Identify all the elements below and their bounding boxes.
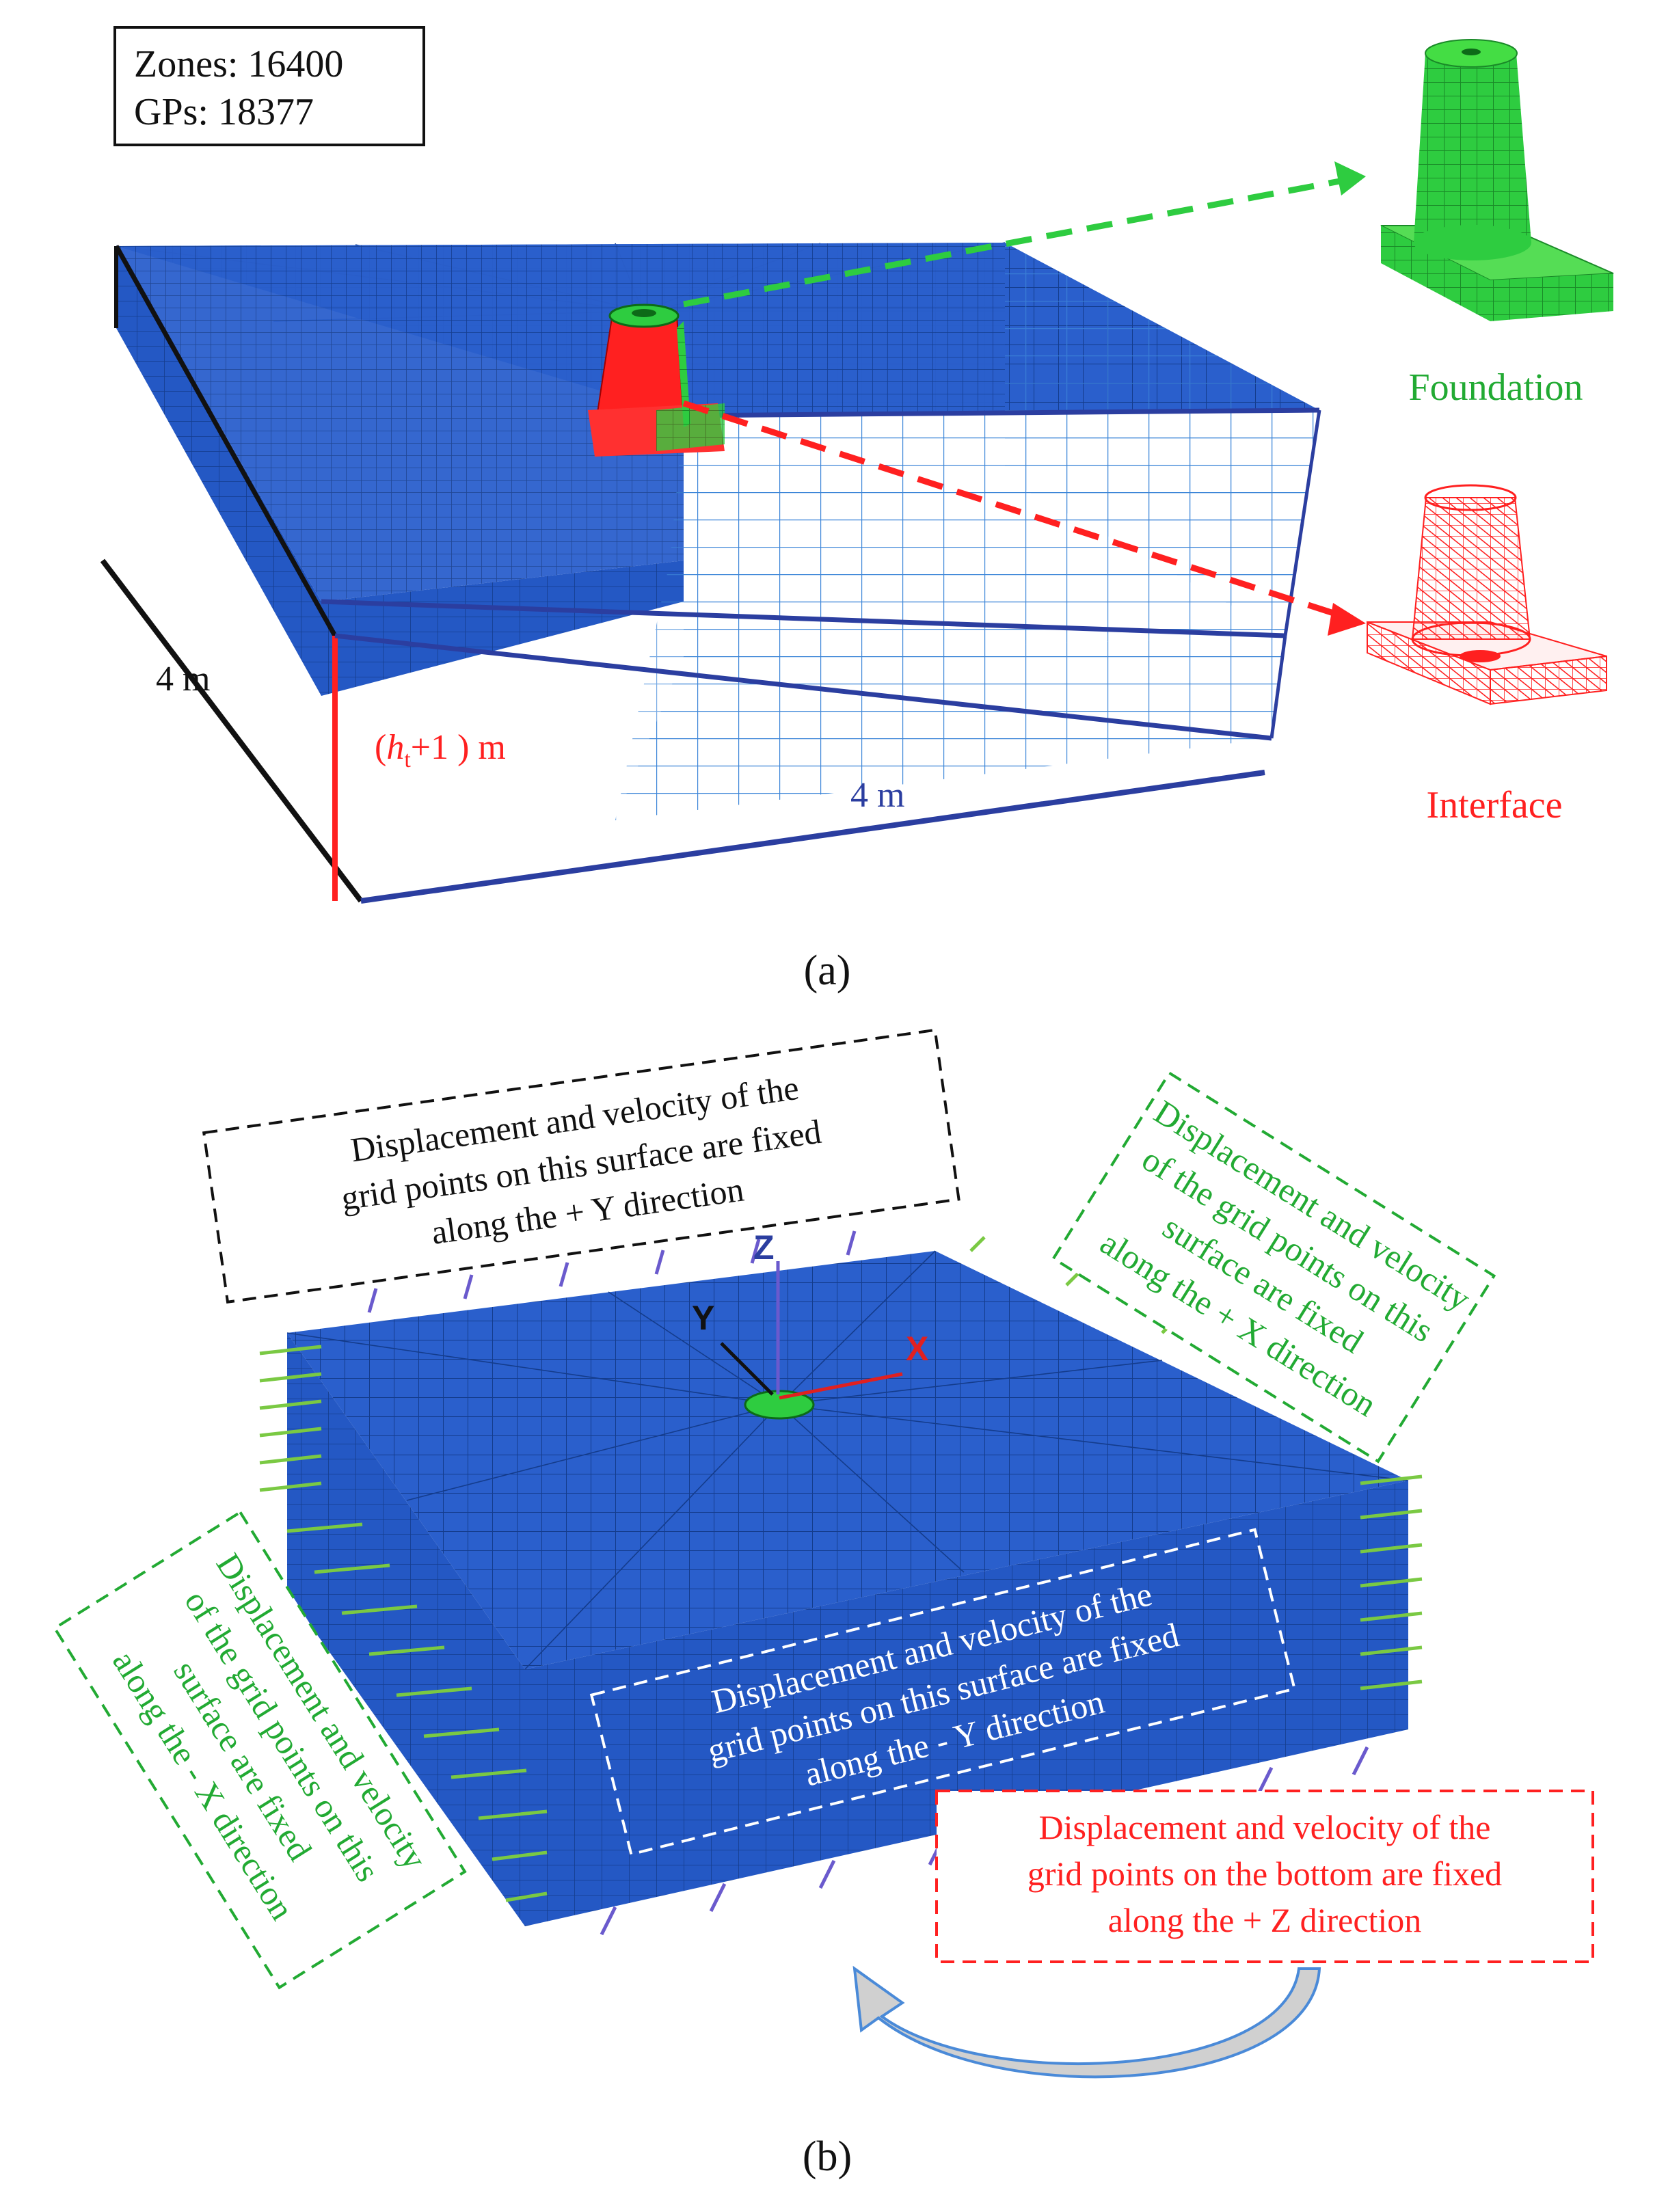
curved-arrow-bottom (852, 1965, 1321, 2079)
cutaway-wireframe (615, 243, 1319, 820)
block-front-face (525, 1481, 1408, 1926)
dim-line-left (100, 558, 364, 903)
depth-edge-top (113, 245, 338, 637)
dim-line-mid (334, 633, 1272, 741)
foundation-marker (744, 1390, 815, 1420)
zones-count: Zones: 16400 (134, 43, 343, 85)
arrow-to-foundation (683, 178, 1341, 308)
callout-arrows (682, 161, 1366, 636)
caption-b: (b) (803, 2133, 852, 2180)
gridpoints-count: GPs: 18377 (134, 91, 314, 133)
interface-label: Interface (1427, 784, 1563, 826)
arrow-to-interface (682, 400, 1341, 619)
model-left-face (116, 246, 321, 696)
mesh-stats-box: Zones: 16400 GPs: 18377 (113, 26, 425, 146)
interface-wireframe (1367, 484, 1607, 705)
svg-text:Displacement and velocity of t: Displacement and velocity of the (1039, 1808, 1491, 1846)
block-top-surface (287, 1251, 1408, 1669)
svg-text:along the + Z direction: along the + Z direction (1108, 1901, 1422, 1939)
soil-model-mesh (116, 242, 1321, 820)
block-left-face (287, 1333, 525, 1926)
dim-label-left: 4 m (156, 660, 210, 699)
y-axis-line (720, 1342, 774, 1396)
note-plus-y: Displacement and velocity of the grid po… (202, 1028, 960, 1304)
block-radial-lines (286, 1250, 1409, 1670)
dimension-lines: 4 m (ht+1 ) m 4 m (100, 245, 1272, 904)
dim-line-bottom (360, 770, 1265, 904)
foundation-solid (1380, 39, 1614, 321)
dim-label-bottom: 4 m (850, 776, 904, 815)
panel-b: X Y Z Displacement and velocity of the g… (53, 1028, 1594, 2180)
foundation-label: Foundation (1408, 366, 1583, 409)
panel-a: Zones: 16400 GPs: 18377 (100, 26, 1614, 994)
caption-a: (a) (804, 947, 851, 994)
dim-label-height: (ht+1 ) m (375, 728, 506, 772)
model-front-solid-face (116, 243, 1005, 602)
z-axis-label: Z (753, 1228, 775, 1267)
axes-origin: X Y Z (692, 1228, 928, 1420)
x-axis-label: X (906, 1330, 928, 1368)
y-axis-label: Y (692, 1299, 714, 1337)
embedded-foundation (588, 304, 725, 457)
svg-text:grid points on the bottom are: grid points on the bottom are fixed (1027, 1854, 1502, 1893)
model-front-lower-face (321, 561, 684, 696)
x-axis-line (779, 1372, 903, 1400)
boundary-model (286, 1250, 1409, 1926)
note-plus-z: Displacement and velocity of the grid po… (935, 1790, 1594, 1963)
fixity-markers-x (259, 1236, 1423, 1902)
